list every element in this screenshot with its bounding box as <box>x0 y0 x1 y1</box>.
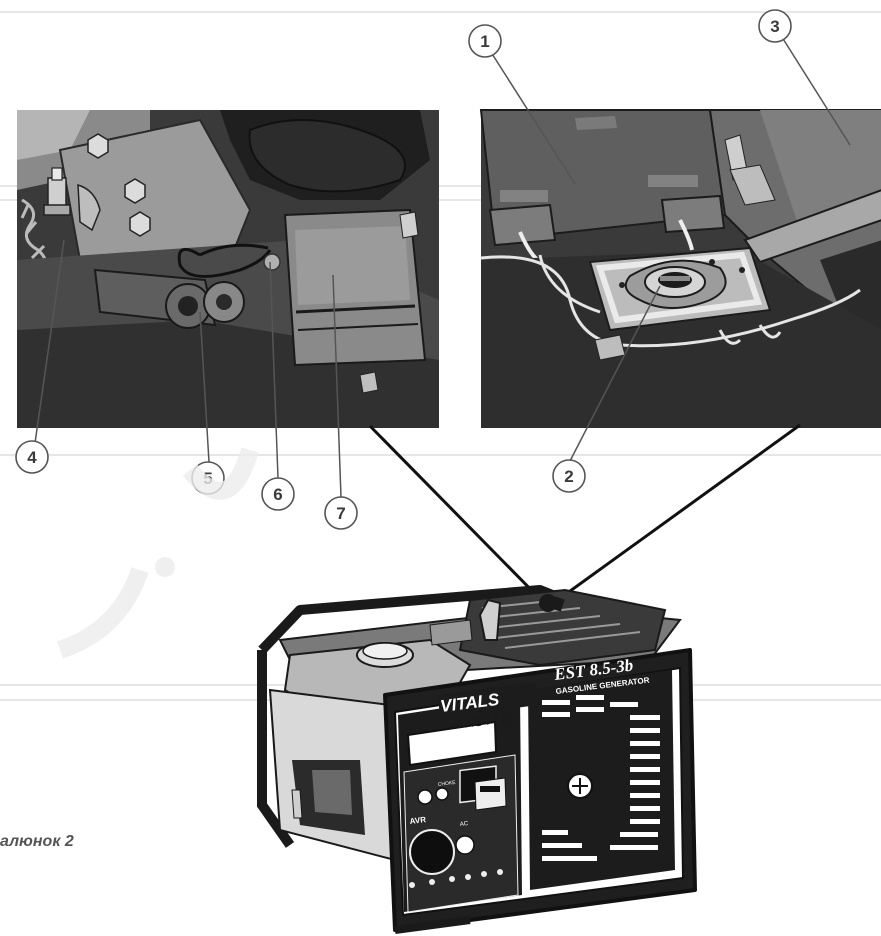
lid-vent-right <box>648 175 698 187</box>
callout-leaders <box>34 33 851 498</box>
callout-3: 3 <box>758 9 792 43</box>
meter-box <box>474 777 507 811</box>
callout-1-num: 1 <box>480 32 489 51</box>
spark-plug <box>43 167 101 232</box>
figure-caption: алюнок 2 <box>0 833 74 850</box>
panel-connectors <box>368 423 801 609</box>
wire-loop <box>177 243 272 278</box>
callout-1: 1 <box>468 24 502 58</box>
callout-2: 2 <box>552 459 586 493</box>
panel-avr-label: AVR <box>409 815 426 826</box>
fuel-cap-assembly <box>588 246 772 332</box>
fuel-hoses <box>480 254 861 348</box>
callout-4: 4 <box>15 440 49 474</box>
callout-7: 7 <box>324 496 358 530</box>
front-grille <box>542 695 660 861</box>
lid-vent-left <box>500 190 548 202</box>
brand-plate <box>438 682 538 718</box>
watermark <box>56 447 259 659</box>
left-detail-panel <box>17 110 439 428</box>
side-box <box>283 208 427 394</box>
callout-7-num: 7 <box>336 504 345 523</box>
callout-6: 6 <box>261 477 295 511</box>
right-detail-panel <box>479 109 881 428</box>
panel-choke-label: CHOKE <box>438 780 457 788</box>
generator-labels: VITALS MASTER EST 8.5-3b GASOLINE GENERA… <box>409 655 650 828</box>
top-grille <box>481 599 641 649</box>
callout-3-num: 3 <box>770 17 779 36</box>
callout-6-num: 6 <box>273 485 282 504</box>
indicator-dots <box>409 869 503 888</box>
cylinder-part <box>93 268 245 329</box>
panel-ac-label: AC <box>460 821 470 828</box>
callout-4-num: 4 <box>27 448 37 467</box>
callout-2-num: 2 <box>564 467 573 486</box>
generator-illustration <box>257 585 697 934</box>
